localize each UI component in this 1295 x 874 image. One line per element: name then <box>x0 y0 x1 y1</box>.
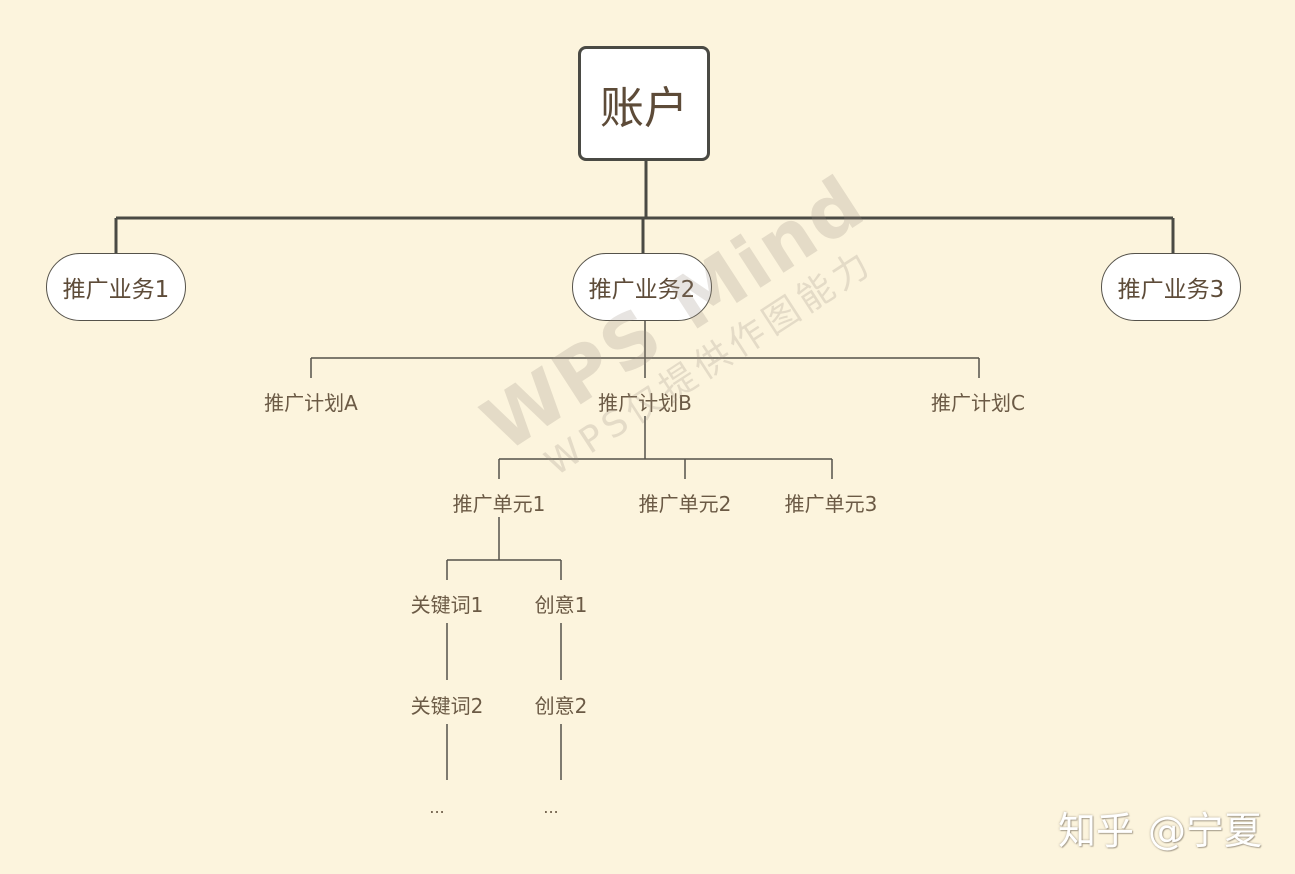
plan-connectors <box>310 320 980 378</box>
credit-author: @宁夏 <box>1148 809 1263 853</box>
unit-node-label: 推广单元3 <box>784 491 878 516</box>
keyword-node-label: 关键词2 <box>410 693 484 718</box>
unit-node-3[interactable]: 推广单元3 <box>751 487 911 517</box>
keyword-node-label: 关键词1 <box>410 592 484 617</box>
unit-connectors <box>498 416 833 479</box>
creative-node-label: 创意2 <box>534 693 588 718</box>
credit-platform: 知乎 <box>1058 809 1135 853</box>
creative-node-2[interactable]: 创意2 <box>501 689 621 719</box>
keyword-node-label: ... <box>429 797 445 817</box>
business-node-2[interactable]: 推广业务2 <box>572 253 712 321</box>
leaf-connectors <box>446 517 562 780</box>
creative-node-more[interactable]: ... <box>511 792 591 822</box>
plan-node-label: 推广计划B <box>598 390 692 415</box>
creative-node-1[interactable]: 创意1 <box>501 588 621 618</box>
unit-node-2[interactable]: 推广单元2 <box>605 487 765 517</box>
creative-node-label: ... <box>543 797 559 817</box>
keyword-node-2[interactable]: 关键词2 <box>377 689 517 719</box>
plan-node-a[interactable]: 推广计划A <box>231 386 391 416</box>
business-node-label: 推广业务2 <box>588 277 696 303</box>
root-node-label: 账户 <box>600 82 688 134</box>
business-node-label: 推广业务1 <box>62 277 170 303</box>
zhihu-credit: 知乎 @宁夏 <box>1058 800 1262 855</box>
plan-node-label: 推广计划C <box>931 390 1025 415</box>
unit-node-1[interactable]: 推广单元1 <box>419 487 579 517</box>
business-node-3[interactable]: 推广业务3 <box>1101 253 1241 321</box>
root-node-account[interactable]: 账户 <box>578 46 710 161</box>
plan-node-c[interactable]: 推广计划C <box>898 386 1058 416</box>
plan-node-b[interactable]: 推广计划B <box>565 386 725 416</box>
keyword-node-1[interactable]: 关键词1 <box>377 588 517 618</box>
unit-node-label: 推广单元1 <box>452 491 546 516</box>
keyword-node-more[interactable]: ... <box>397 792 477 822</box>
root-connectors <box>114 161 1175 253</box>
business-node-1[interactable]: 推广业务1 <box>46 253 186 321</box>
plan-node-label: 推广计划A <box>264 390 358 415</box>
business-node-label: 推广业务3 <box>1117 277 1225 303</box>
unit-node-label: 推广单元2 <box>638 491 732 516</box>
creative-node-label: 创意1 <box>534 592 588 617</box>
